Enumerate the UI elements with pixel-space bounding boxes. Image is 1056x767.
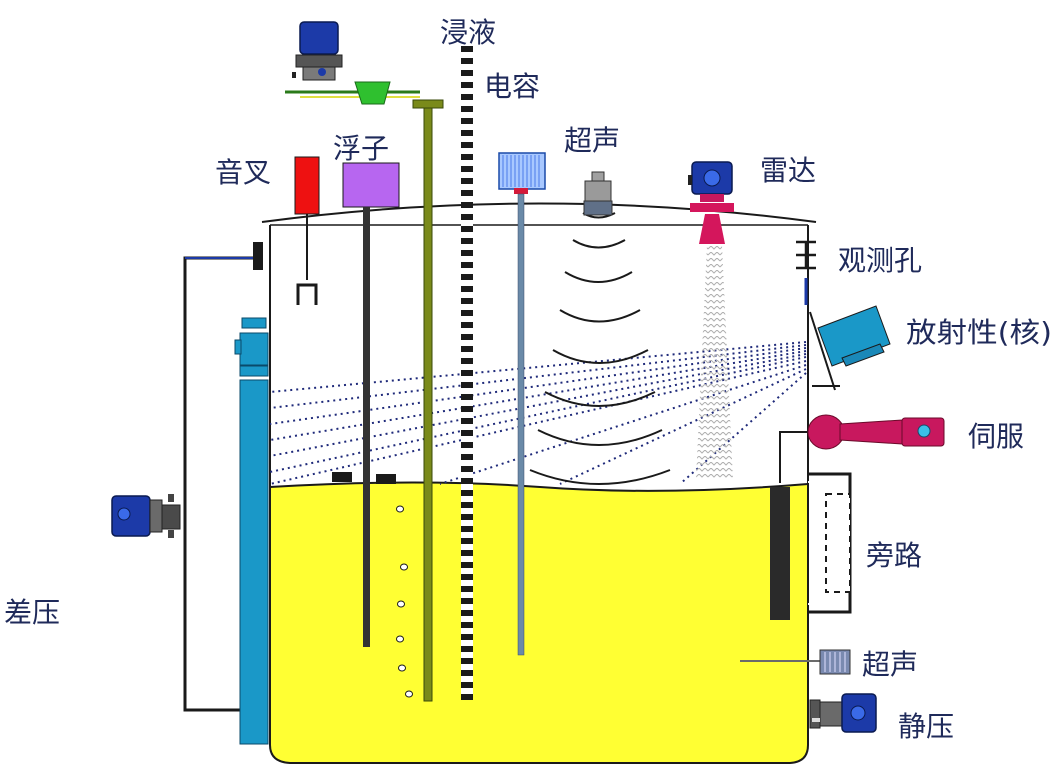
- label-bypass: 旁路: [866, 539, 922, 572]
- bubbles: [396, 505, 413, 698]
- bypass-gauge: [770, 472, 852, 620]
- ultrasonic-sensor-top: [583, 171, 613, 216]
- sight-hole: [796, 240, 816, 305]
- label-radioactive: 放射性(核): [906, 316, 1052, 349]
- nuclear-source: [809, 305, 891, 391]
- float-marker-2: [376, 474, 396, 484]
- ultrasonic-sensor-bottom: [740, 649, 851, 675]
- label-diff-pressure: 差压: [4, 596, 60, 629]
- label-immersion: 浸液: [440, 16, 496, 49]
- tank-roof: [261, 202, 817, 223]
- float-marker-1: [332, 472, 352, 482]
- tuning-fork-prongs: [296, 283, 318, 305]
- float-rod-cap: [412, 99, 444, 109]
- liquid-surface: [269, 481, 809, 492]
- label-sight-hole: 观测孔: [838, 244, 922, 277]
- label-radar: 雷达: [760, 154, 816, 187]
- diff-pressure-system: [111, 242, 269, 745]
- float-box: [342, 162, 400, 208]
- label-ultrasonic-top: 超声: [564, 124, 620, 157]
- top-transmitter: [285, 21, 420, 105]
- label-ultrasonic-bottom: 超声: [862, 648, 918, 681]
- label-float: 浮子: [333, 132, 389, 165]
- label-capacitance: 电容: [484, 70, 540, 103]
- label-static-pressure: 静压: [898, 710, 954, 743]
- tuning-fork-head: [294, 156, 320, 215]
- label-tuning-fork: 音叉: [215, 156, 271, 189]
- liquid-body: [270, 482, 808, 762]
- capacitance-probe: [498, 152, 546, 656]
- float-cable: [363, 207, 370, 647]
- float-rod: [423, 107, 433, 702]
- ultrasonic-waves: [529, 212, 671, 485]
- radar-transmitter: [688, 161, 734, 244]
- servo-gauge: [779, 414, 945, 483]
- tank-wall: [269, 225, 809, 764]
- radar-beam: [696, 245, 733, 480]
- static-pressure-transmitter: [809, 693, 877, 733]
- label-servo: 伺服: [968, 420, 1024, 453]
